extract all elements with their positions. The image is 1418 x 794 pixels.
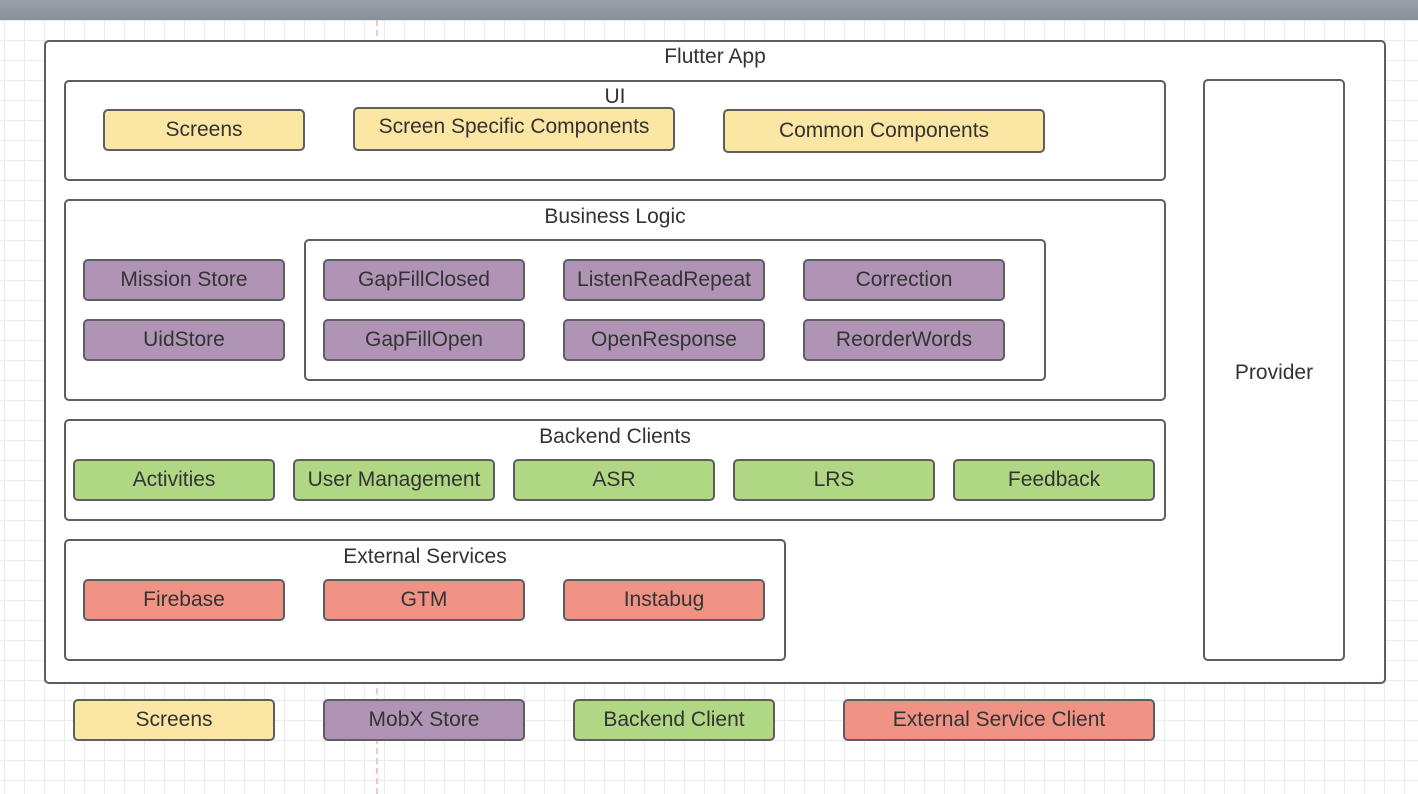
gtm-node[interactable]: GTM [323, 579, 525, 621]
user-management-client-node[interactable]: User Management [293, 459, 495, 501]
provider-column[interactable]: Provider [1203, 79, 1345, 661]
legend-mobx-store: MobX Store [323, 699, 525, 741]
mission-store-node[interactable]: Mission Store [83, 259, 285, 301]
toolbar-strip [0, 0, 1418, 20]
activities-client-node[interactable]: Activities [73, 459, 275, 501]
business-logic-title: Business Logic [544, 205, 686, 228]
gap-fill-closed-node[interactable]: GapFillClosed [323, 259, 525, 301]
screens-node[interactable]: Screens [103, 109, 305, 151]
flutter-app-title: Flutter App [664, 45, 766, 68]
correction-node[interactable]: Correction [803, 259, 1005, 301]
backend-clients-title: Backend Clients [539, 425, 691, 448]
gap-fill-open-node[interactable]: GapFillOpen [323, 319, 525, 361]
ui-layer-title: UI [604, 85, 626, 108]
firebase-node[interactable]: Firebase [83, 579, 285, 621]
instabug-node[interactable]: Instabug [563, 579, 765, 621]
asr-client-node[interactable]: ASR [513, 459, 715, 501]
feedback-client-node[interactable]: Feedback [953, 459, 1155, 501]
open-response-node[interactable]: OpenResponse [563, 319, 765, 361]
provider-label: Provider [1234, 361, 1314, 384]
reorder-words-node[interactable]: ReorderWords [803, 319, 1005, 361]
common-components-node[interactable]: Common Components [723, 109, 1045, 153]
uid-store-node[interactable]: UidStore [83, 319, 285, 361]
legend-external-service-client: External Service Client [843, 699, 1155, 741]
listen-read-repeat-node[interactable]: ListenReadRepeat [563, 259, 765, 301]
legend-screens: Screens [73, 699, 275, 741]
lrs-client-node[interactable]: LRS [733, 459, 935, 501]
legend-backend-client: Backend Client [573, 699, 775, 741]
external-services-title: External Services [343, 545, 507, 568]
screen-specific-components-node[interactable]: Screen Specific Components [353, 107, 675, 151]
